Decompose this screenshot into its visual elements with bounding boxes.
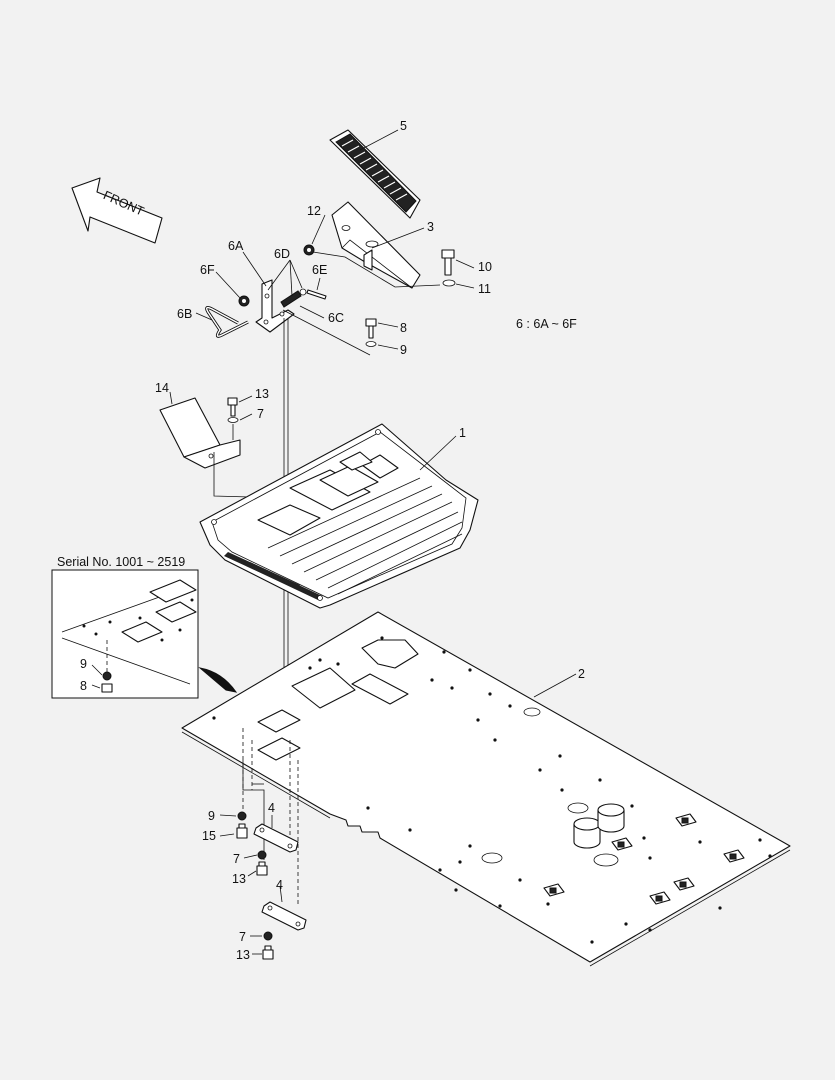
accelerator-pedal bbox=[331, 201, 421, 289]
callout-13-lower: 13 bbox=[236, 948, 250, 962]
strap-4-upper bbox=[253, 823, 299, 853]
callout-4-upper: 4 bbox=[268, 801, 275, 815]
washer-7 bbox=[227, 417, 239, 423]
callout-9-inset: 9 bbox=[80, 657, 87, 671]
plate-clips bbox=[543, 813, 745, 905]
front-arrow: FRONT bbox=[71, 177, 163, 244]
callout-7-lower: 7 bbox=[239, 930, 246, 944]
callout-7-mid: 7 bbox=[233, 852, 240, 866]
callout-labels: 5 12 3 6A 6D 10 6F 6E 11 6B 6C 8 6 : 6A … bbox=[80, 119, 585, 962]
callout-13-upper: 13 bbox=[255, 387, 269, 401]
strap-4-lower bbox=[261, 901, 307, 931]
plate-bosses bbox=[573, 803, 625, 849]
leader-lines bbox=[91, 129, 577, 955]
callout-15: 15 bbox=[202, 829, 216, 843]
callout-8-upper: 8 bbox=[400, 321, 407, 335]
inset-title: Serial No. 1001 ~ 2519 bbox=[57, 555, 185, 569]
kit-note: 6 : 6A ~ 6F bbox=[516, 317, 577, 331]
pedal-pad bbox=[329, 129, 421, 219]
callout-6b: 6B bbox=[177, 307, 192, 321]
washer-6d bbox=[299, 288, 307, 296]
callout-11: 11 bbox=[478, 282, 491, 296]
bolt-13-low bbox=[262, 945, 274, 960]
callout-7-upper: 7 bbox=[257, 407, 264, 421]
washer-9 bbox=[365, 341, 377, 347]
callout-1: 1 bbox=[459, 426, 466, 440]
foot-rest bbox=[159, 397, 241, 469]
callout-8-inset: 8 bbox=[80, 679, 87, 693]
callout-4-lower: 4 bbox=[276, 878, 283, 892]
pin-6e bbox=[306, 289, 327, 300]
callout-5: 5 bbox=[400, 119, 407, 133]
callout-9-upper: 9 bbox=[400, 343, 407, 357]
bolt-15 bbox=[236, 823, 248, 839]
callout-6f: 6F bbox=[200, 263, 215, 277]
floor-plate bbox=[181, 611, 791, 967]
callout-6e: 6E bbox=[312, 263, 327, 277]
callout-9-lower: 9 bbox=[208, 809, 215, 823]
callout-14: 14 bbox=[155, 381, 169, 395]
washer-7-low bbox=[263, 931, 273, 941]
nut-6f bbox=[238, 295, 250, 307]
callout-13-mid: 13 bbox=[232, 872, 246, 886]
washer-7-mid bbox=[257, 850, 267, 860]
pedal-bracket bbox=[255, 279, 295, 333]
bolt-8 bbox=[365, 318, 377, 339]
bolt-13 bbox=[227, 397, 238, 417]
callout-6d: 6D bbox=[274, 247, 290, 261]
callout-6c: 6C bbox=[328, 311, 344, 325]
spring-6d bbox=[280, 290, 302, 308]
floor-mat bbox=[199, 423, 479, 609]
serial-inset: Serial No. 1001 ~ 2519 bbox=[51, 555, 199, 699]
washer-9-lower bbox=[237, 811, 247, 821]
inset-pointer-arrow bbox=[198, 667, 238, 693]
callout-12: 12 bbox=[307, 204, 321, 218]
callout-6a: 6A bbox=[228, 239, 244, 253]
callout-3: 3 bbox=[427, 220, 434, 234]
washer-11 bbox=[442, 279, 456, 287]
nut-12 bbox=[303, 244, 315, 256]
bolt-13-mid bbox=[256, 861, 268, 876]
callout-2: 2 bbox=[578, 667, 585, 681]
bolt-10 bbox=[441, 249, 455, 276]
callout-10: 10 bbox=[478, 260, 492, 274]
